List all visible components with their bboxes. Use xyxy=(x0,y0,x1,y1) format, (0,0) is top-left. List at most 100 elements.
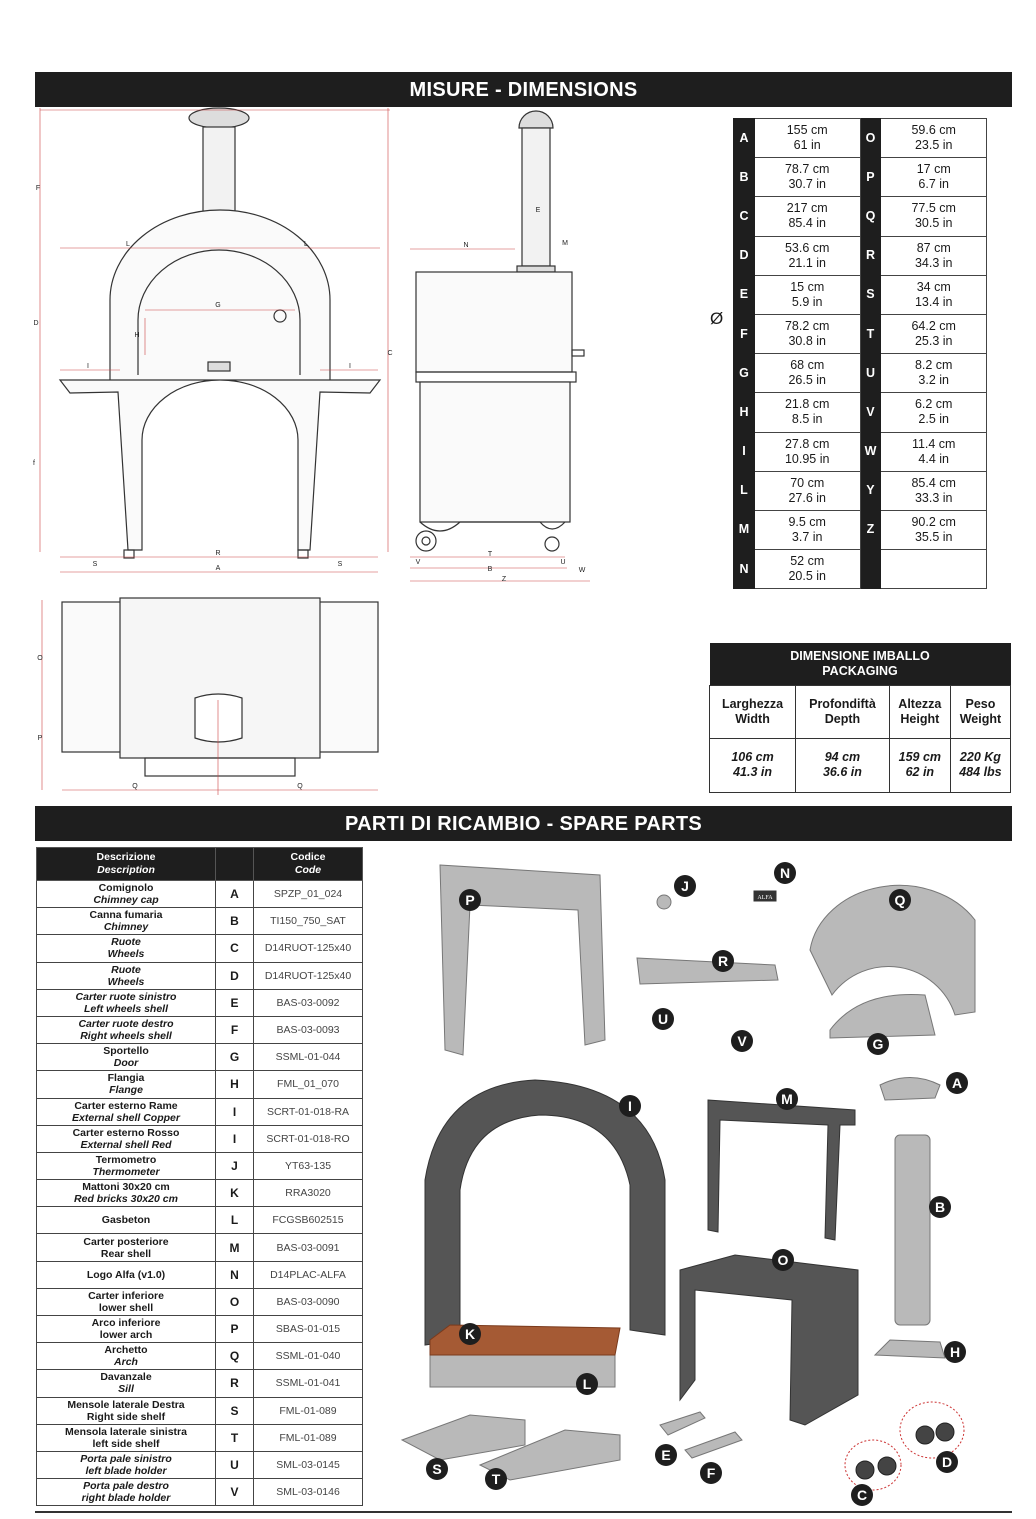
logo-plate-text: ALFA xyxy=(757,895,773,901)
part-callout: S xyxy=(426,1458,448,1480)
part-letter: V xyxy=(215,1478,254,1507)
front-view-drawing xyxy=(58,107,382,559)
dimension-label: f xyxy=(33,460,35,467)
dimension-label: I xyxy=(87,363,89,370)
part-callout: M xyxy=(776,1088,798,1110)
dimension-key: F xyxy=(733,313,755,355)
part-callout: O xyxy=(772,1249,794,1271)
part-letter: F xyxy=(215,1015,254,1045)
callout-letter: D xyxy=(942,1454,952,1470)
part-callout: F xyxy=(700,1462,722,1484)
dimension-key: M xyxy=(733,509,755,551)
dimension-key: S xyxy=(859,274,882,315)
dimension-key: D xyxy=(733,235,755,276)
part-description: Logo Alfa (v1.0) xyxy=(36,1260,216,1289)
dimension-label: R xyxy=(215,550,220,557)
part-code: FML-01-089 xyxy=(253,1396,363,1425)
part-thermometer xyxy=(656,894,672,910)
part-callout: R xyxy=(712,950,734,972)
dimension-key: G xyxy=(733,353,755,394)
callout-letter: A xyxy=(952,1075,962,1091)
part-left-wheel-shell xyxy=(659,1411,706,1436)
callout-letter: U xyxy=(658,1011,668,1027)
dimension-label: W xyxy=(579,567,586,574)
dimension-label: P xyxy=(38,735,43,742)
dimension-label: C xyxy=(387,350,392,357)
part-right-wheel-shell xyxy=(684,1431,743,1459)
callout-circle xyxy=(576,1373,598,1395)
dimension-label: E xyxy=(536,207,541,214)
dimension-label: Q xyxy=(132,783,138,790)
callout-circle xyxy=(652,1008,674,1030)
dimension-key: E xyxy=(733,274,755,315)
side-view-dimension-lines xyxy=(410,248,590,582)
dimension-key: Y xyxy=(859,470,882,511)
callout-circle xyxy=(459,889,481,911)
part-rear-shell xyxy=(707,1099,856,1241)
dimension-value-empty xyxy=(880,549,987,590)
part-flange xyxy=(873,1339,946,1359)
dimension-label: B xyxy=(488,566,493,573)
callout-circle xyxy=(700,1462,722,1484)
part-letter: J xyxy=(215,1151,254,1181)
dimension-label: L xyxy=(304,241,308,248)
part-callout: U xyxy=(652,1008,674,1030)
callout-letter: E xyxy=(661,1447,670,1463)
diameter-symbol: Ø xyxy=(710,309,724,328)
part-letter: U xyxy=(215,1450,254,1480)
dimension-label: N xyxy=(463,242,468,249)
part-side-shelf-right xyxy=(400,1414,526,1461)
part-callout: C xyxy=(851,1484,873,1506)
part-wheels xyxy=(844,1401,965,1491)
part-callout: D xyxy=(936,1451,958,1473)
dimension-key: H xyxy=(733,392,755,433)
callout-circle xyxy=(944,1341,966,1363)
dimension-label: T xyxy=(488,551,493,558)
dimension-label: F xyxy=(36,185,40,192)
top-view-dimension-lines xyxy=(41,600,378,795)
dimension-label: V xyxy=(416,559,421,566)
part-letter: M xyxy=(215,1233,254,1262)
callout-circle xyxy=(485,1468,507,1490)
callout-circle xyxy=(851,1484,873,1506)
dimension-label: Z xyxy=(502,576,507,583)
part-chimney-cap xyxy=(879,1077,941,1101)
callout-letter: T xyxy=(492,1471,501,1487)
callout-circle xyxy=(459,1323,481,1345)
part-letter: Q xyxy=(215,1342,254,1371)
part-callout: E xyxy=(655,1444,677,1466)
letter-header xyxy=(215,847,254,881)
part-callout: I xyxy=(619,1095,641,1117)
dimension-label: I xyxy=(349,363,351,370)
